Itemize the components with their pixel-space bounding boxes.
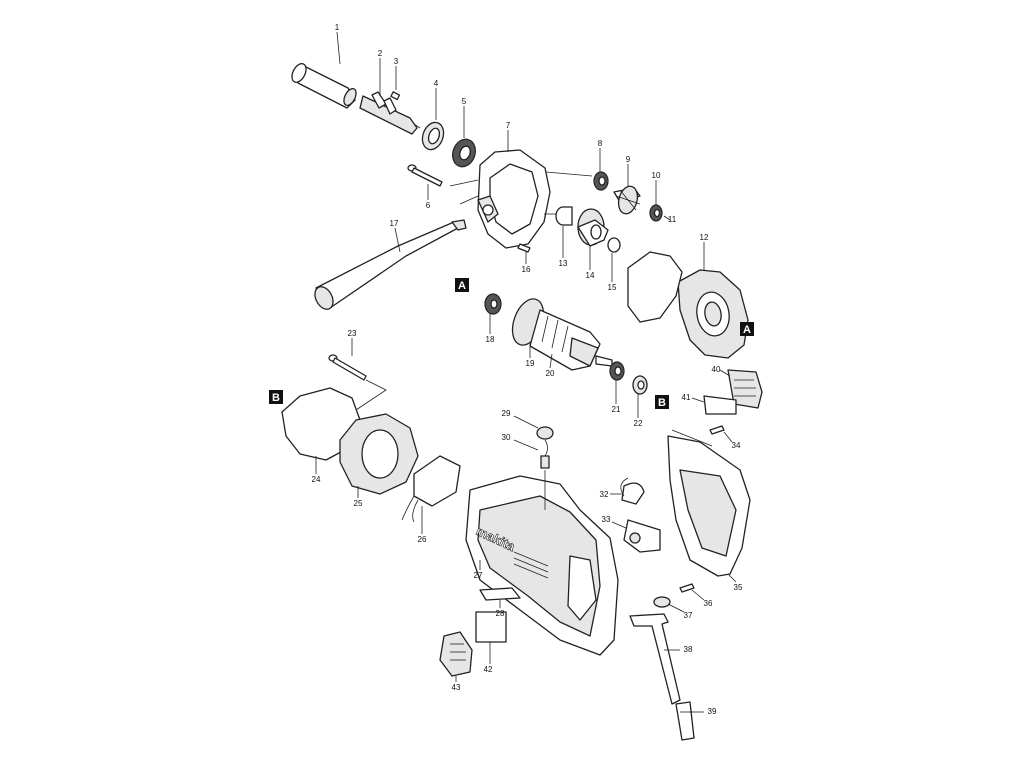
part-16-pin: [517, 243, 531, 253]
svg-text:A: A: [743, 324, 751, 336]
svg-text:B: B: [658, 397, 666, 409]
label-3: 3: [394, 57, 399, 66]
label-24: 24: [312, 475, 321, 484]
label-43: 43: [452, 683, 461, 692]
part-43-vent-cap: [439, 631, 473, 677]
label-5: 5: [462, 97, 467, 106]
part-39-cord: [675, 701, 695, 741]
label-26: 26: [418, 535, 427, 544]
label-18: 18: [486, 335, 495, 344]
part-labels: 1 2 3 4 5 6 7 8 9 10 11 12 13 14 15 16 1: [312, 23, 743, 716]
label-36: 36: [704, 599, 713, 608]
label-4: 4: [434, 79, 439, 88]
label-38: 38: [684, 645, 693, 654]
part-29-brush-cap: [536, 426, 554, 440]
part-28-label: [479, 587, 521, 601]
part-10-bearing: [649, 204, 663, 222]
svg-text:A: A: [458, 280, 466, 292]
label-41: 41: [682, 393, 691, 402]
label-33: 33: [602, 515, 611, 524]
part-7-gear-housing: [477, 149, 551, 249]
label-39: 39: [708, 707, 717, 716]
part-26-brush-holder: [401, 455, 461, 523]
part-40-vent-cap: [727, 369, 763, 409]
part-17-side-handle: [314, 219, 467, 310]
label-6: 6: [426, 201, 431, 210]
reference-marker-b-right: B: [655, 395, 669, 409]
part-23-screw: [328, 354, 367, 381]
part-19-armature: [511, 298, 601, 371]
reference-marker-a-right: A: [740, 322, 754, 336]
label-30: 30: [502, 433, 511, 442]
label-11: 11: [668, 215, 677, 224]
part-1-sleeve: [291, 63, 357, 109]
label-2: 2: [378, 49, 383, 58]
label-13: 13: [559, 259, 568, 268]
label-37: 37: [684, 611, 693, 620]
part-20-shaft-end: [595, 355, 613, 367]
label-40: 40: [712, 365, 721, 374]
part-2-spindle: [359, 91, 421, 135]
part-13-sleeve: [555, 206, 573, 226]
label-34: 34: [732, 441, 741, 450]
part-21-bearing: [609, 361, 625, 381]
label-21: 21: [612, 405, 621, 414]
part-9-gear-shaft: [613, 185, 641, 215]
part-41-label: [703, 395, 737, 415]
part-34-screw: [709, 425, 725, 435]
part-27-motor-housing: makita: [465, 475, 619, 656]
part-38-cord-guard: [629, 613, 681, 705]
label-42: 42: [484, 665, 493, 674]
label-19: 19: [526, 359, 535, 368]
label-28: 28: [496, 609, 505, 618]
label-20: 20: [546, 369, 555, 378]
label-16: 16: [522, 265, 531, 274]
part-14-gear: [577, 208, 609, 247]
part-22-ring: [632, 375, 648, 395]
label-15: 15: [608, 283, 617, 292]
part-5-bearing: [452, 138, 476, 168]
label-27: 27: [474, 571, 483, 580]
label-32: 32: [600, 490, 609, 499]
part-4-ring: [421, 121, 445, 151]
part-15-retaining-ring: [607, 237, 621, 253]
part-36-screw: [679, 583, 695, 593]
label-22: 22: [634, 419, 643, 428]
part-30-carbon-brush: [540, 439, 550, 469]
part-32-switch-lever: [620, 477, 645, 505]
part-6-screw: [407, 164, 443, 187]
label-17: 17: [390, 219, 399, 228]
part-35-handle-cover: [667, 429, 751, 577]
part-25-field: [339, 413, 419, 495]
part-12-housing-cover: [677, 269, 749, 359]
label-14: 14: [586, 271, 595, 280]
label-12: 12: [700, 233, 709, 242]
label-29: 29: [502, 409, 511, 418]
reference-marker-b-left: B: [269, 390, 283, 404]
part-3-key: [390, 91, 401, 101]
label-8: 8: [598, 139, 603, 148]
label-9: 9: [626, 155, 631, 164]
svg-text:B: B: [272, 392, 280, 404]
label-1: 1: [335, 23, 340, 32]
reference-marker-a-left: A: [455, 278, 469, 292]
label-25: 25: [354, 499, 363, 508]
part-37-cord-clamp: [653, 596, 671, 608]
part-8-bearing: [593, 171, 609, 191]
part-11-gasket: [627, 251, 683, 323]
part-33-switch: [623, 519, 661, 553]
label-35: 35: [734, 583, 743, 592]
label-7: 7: [506, 121, 511, 130]
label-10: 10: [652, 171, 661, 180]
label-23: 23: [348, 329, 357, 338]
part-42-label: [475, 611, 507, 643]
part-18-bearing: [484, 293, 502, 315]
